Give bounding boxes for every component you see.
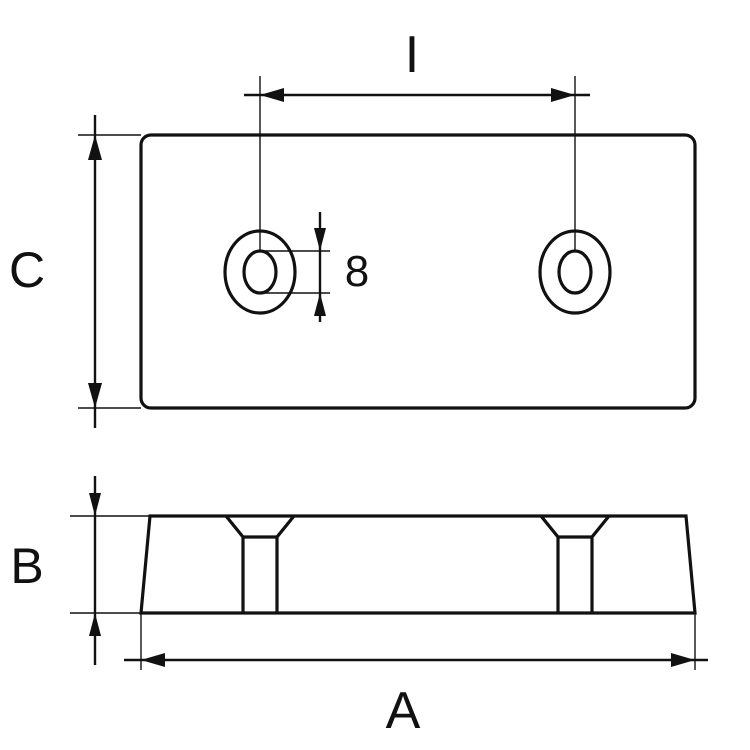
right-countersink-outline-right <box>590 514 611 613</box>
dimension-thickness: B <box>10 476 150 665</box>
left-countersink-outline <box>224 514 245 613</box>
right-hole-inner-bore <box>557 249 593 295</box>
thickness-label: B <box>10 538 43 594</box>
height-arrow-bottom <box>88 383 102 408</box>
hole-spacing-arrow-left <box>260 88 284 102</box>
thickness-arrow-bottom <box>89 613 101 636</box>
length-label: A <box>386 682 421 740</box>
hole-diameter-arrow-bottom <box>314 293 326 316</box>
hole-diameter-arrow-top <box>314 228 326 251</box>
dimension-length: A <box>124 613 708 740</box>
hole-spacing-arrow-right <box>551 88 575 102</box>
side-view <box>139 514 697 615</box>
dimension-height: C <box>9 115 141 428</box>
height-arrow-top <box>88 135 102 160</box>
top-view-outline <box>139 133 697 410</box>
left-hole-inner-bore <box>242 249 278 295</box>
left-countersink-outline-right <box>275 514 296 613</box>
left-hole-section <box>224 514 296 613</box>
height-label: C <box>9 242 45 298</box>
length-arrow-right <box>671 653 695 667</box>
side-view-outline <box>139 514 697 615</box>
dimension-hole-spacing: I <box>244 26 590 252</box>
top-view <box>139 133 697 410</box>
right-countersink-outline <box>539 514 560 613</box>
thickness-arrow-top <box>89 493 101 516</box>
dimension-hole-diameter: 8 <box>260 212 369 322</box>
hole-diameter-label: 8 <box>345 247 369 296</box>
length-arrow-left <box>141 653 165 667</box>
right-hole-section <box>539 514 611 613</box>
hole-spacing-label: I <box>405 26 419 84</box>
